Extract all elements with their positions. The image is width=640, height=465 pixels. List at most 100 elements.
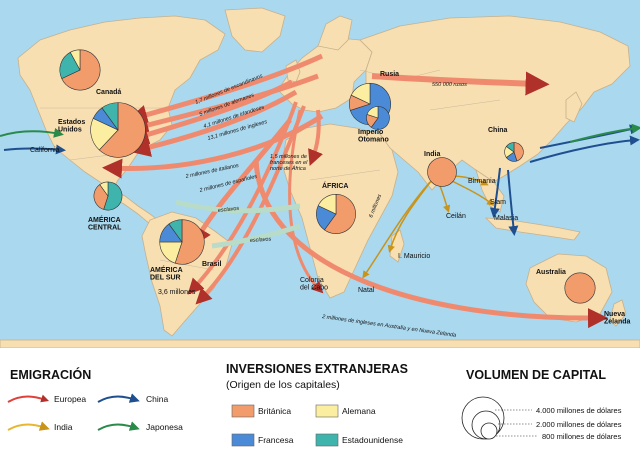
- legend-french-label: Francesa: [258, 435, 294, 445]
- pie-ottoman: [366, 106, 390, 130]
- label-australia: Australia: [536, 269, 566, 276]
- legend-french-swatch: [231, 433, 255, 447]
- pie-canada-slice-usa: [59, 51, 81, 79]
- flow-india-siam: [449, 179, 495, 206]
- scandinavia: [317, 15, 353, 51]
- pie-africa: [316, 194, 356, 234]
- label-slaves-2: esclavos: [250, 236, 272, 243]
- flow-irish: [128, 79, 294, 145]
- pie-canada-slice-british: [61, 49, 101, 91]
- flow-to-brazil: [195, 105, 306, 305]
- asia: [359, 15, 631, 191]
- legend-emigration-title: EMIGRACIÓN: [10, 367, 91, 382]
- flow-italians: [102, 113, 324, 179]
- antarctica: [0, 339, 640, 349]
- pie-india: [427, 157, 457, 187]
- investment-pies: [59, 49, 596, 304]
- legend-european-label: Europea: [54, 394, 86, 404]
- legend-chinese-arrow: [97, 393, 140, 403]
- pie-usa-slice-british: [98, 102, 146, 158]
- pie-south_america-slice-usa: [168, 219, 183, 243]
- legend-british-label: Británica: [258, 406, 291, 416]
- label-china: China: [488, 127, 508, 134]
- flow-china-south-2: [507, 169, 519, 236]
- european-flows: [102, 53, 608, 329]
- pie-africa-slice-british: [324, 194, 356, 234]
- legend-german-swatch: [315, 404, 339, 418]
- legend-usa-label: Estadounidense: [342, 435, 403, 445]
- pie-central_america-slice-german: [99, 181, 109, 197]
- legend-capital-title: VOLUMEN DE CAPITAL: [466, 368, 606, 382]
- pie-central_america-slice-british: [93, 184, 109, 210]
- label-siam: Siam: [490, 199, 506, 206]
- pie-africa-slice-german: [317, 194, 337, 215]
- label-malaysia: Malasia: [494, 215, 518, 222]
- legend-investments-title: INVERSIONES EXTRANJERAS: [226, 362, 408, 376]
- legend-usa-swatch: [315, 433, 339, 447]
- legend-capital-4000: 4.000 millones de dólares: [536, 406, 622, 415]
- indian-flows: [362, 175, 495, 279]
- flow-india-ceylon: [439, 185, 451, 213]
- legend-capital-2000: 2.000 millones de dólares: [536, 420, 622, 429]
- legend-japanese-arrow: [97, 421, 140, 431]
- label-canada: Canadá: [96, 89, 121, 96]
- pie-australia-slice-british: [564, 272, 596, 304]
- pie-canada: [59, 49, 101, 91]
- label-ceylon: Ceilán: [446, 213, 466, 220]
- legend-investments-subtitle: (Origen de los capitales): [226, 379, 340, 391]
- pie-india-slice-british: [427, 157, 457, 187]
- pie-south_america: [159, 219, 205, 265]
- legend-british-swatch: [231, 404, 255, 418]
- flow-china-east-2: [529, 135, 640, 163]
- label-russians: 550 000 rusos: [432, 82, 467, 88]
- flow-india-natal: [362, 181, 431, 279]
- flow-spanish: [191, 118, 292, 247]
- legend-japanese-label: Japonesa: [146, 422, 183, 432]
- pie-ottoman-slice-german: [366, 106, 379, 119]
- flow-north-africa: [308, 109, 323, 166]
- pie-usa-slice-usa: [101, 102, 119, 131]
- pie-canada-slice-german: [69, 49, 81, 71]
- flow-japan-east: [569, 123, 640, 143]
- legend-capital: VOLUMEN DE CAPITAL 4.000 millones de dól…: [461, 368, 622, 441]
- pie-ottoman-slice-french: [370, 106, 390, 130]
- greenland: [224, 7, 286, 53]
- label-slaves-1: esclavos: [218, 206, 240, 214]
- flow-japan-west: [0, 127, 64, 138]
- flows: [0, 53, 640, 329]
- legend-circle-small: [480, 422, 498, 440]
- legend-german-label: Alemana: [342, 406, 376, 416]
- flow-scandinavians: [127, 53, 324, 125]
- pie-china-slice-british: [513, 142, 524, 162]
- label-mauritius: I. Mauricio: [398, 253, 430, 260]
- pie-south_america-slice-british: [174, 219, 205, 265]
- legend: EMIGRACIÓN Europea China India Japonesa …: [0, 348, 640, 465]
- japanese-flows: [0, 123, 640, 143]
- flow-english: [130, 89, 298, 157]
- pie-australia: [564, 272, 596, 304]
- label-india: India: [424, 151, 440, 158]
- legend-indian-label: India: [54, 422, 73, 432]
- pie-usa: [90, 102, 146, 158]
- pie-russia-slice-german: [350, 82, 371, 105]
- pie-china-slice-usa: [505, 142, 515, 153]
- flow-slaves-1: [175, 199, 301, 214]
- pie-central_america: [93, 181, 123, 211]
- chinese-flows: [3, 124, 640, 236]
- flow-china-south-1: [489, 167, 501, 218]
- label-natal: Natal: [358, 287, 375, 294]
- label-burma: Birmania: [468, 178, 496, 185]
- label-california: California: [30, 147, 60, 154]
- label-africa: ÁFRICA: [322, 181, 348, 190]
- legend-indian-arrow: [7, 421, 50, 431]
- legend-capital-800: 800 millones de dólares: [542, 432, 621, 441]
